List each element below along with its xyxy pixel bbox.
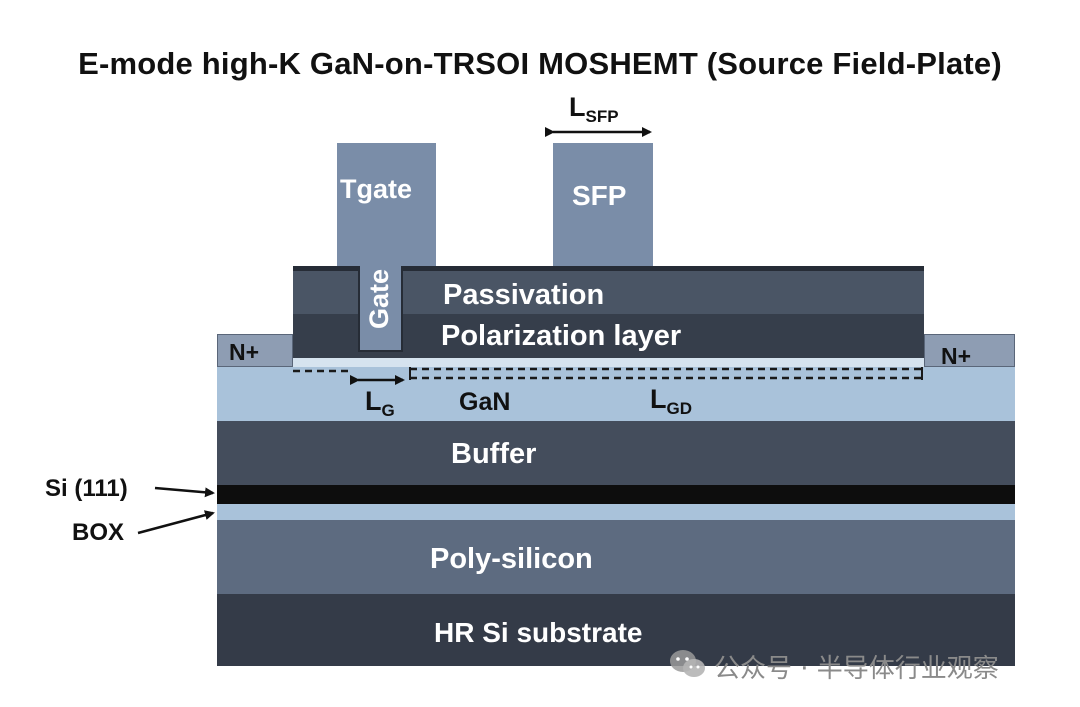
watermark-text: 公众号 · 半导体行业观察 <box>714 654 999 684</box>
lgd-label: LGD <box>650 384 693 418</box>
n-plus-right-label: N+ <box>941 343 972 369</box>
tgate-label: Tgate <box>340 174 413 204</box>
buffer-layer <box>217 421 1015 485</box>
source-field-plate <box>553 143 653 266</box>
gate-recess-stem <box>358 266 403 352</box>
buffer-label: Buffer <box>451 438 537 470</box>
lg-label: LG <box>365 386 395 420</box>
polysilicon-label: Poly-silicon <box>430 543 593 575</box>
box-pointer-arrow <box>137 510 215 535</box>
lsfp-subscript: SFP <box>585 107 619 126</box>
lgd-subscript: GD <box>666 399 693 418</box>
lgd-main: L <box>650 384 667 414</box>
hr-si-substrate-layer <box>217 594 1015 666</box>
diagram-title: E-mode high-K GaN-on-TRSOI MOSHEMT (Sour… <box>78 46 1002 81</box>
sfp-label: SFP <box>572 180 627 211</box>
lsfp-main: L <box>569 92 586 122</box>
box-label: BOX <box>72 519 125 546</box>
si111-layer <box>217 485 1015 504</box>
n-plus-right-region <box>924 334 1015 367</box>
n-plus-left-label: N+ <box>229 339 260 365</box>
lg-main: L <box>365 386 382 416</box>
polysilicon-layer <box>217 520 1015 594</box>
si111-pointer-arrow <box>154 486 215 498</box>
si111-label: Si (111) <box>45 475 128 502</box>
gan-label: GaN <box>459 388 511 416</box>
passivation-top-edge <box>293 266 924 271</box>
lsfp-label: LSFP <box>569 92 619 126</box>
wechat-logo-icon <box>668 647 708 681</box>
barrier-strip <box>293 358 924 367</box>
box-layer <box>217 504 1015 520</box>
lg-subscript: G <box>381 401 395 420</box>
tgate-head <box>337 143 436 266</box>
passivation-label: Passivation <box>443 279 605 311</box>
gate-label: Gate <box>364 268 394 329</box>
polarization-layer-label: Polarization layer <box>441 320 682 352</box>
hr-si-substrate-label: HR Si substrate <box>434 617 643 648</box>
n-plus-left-region <box>217 334 293 367</box>
